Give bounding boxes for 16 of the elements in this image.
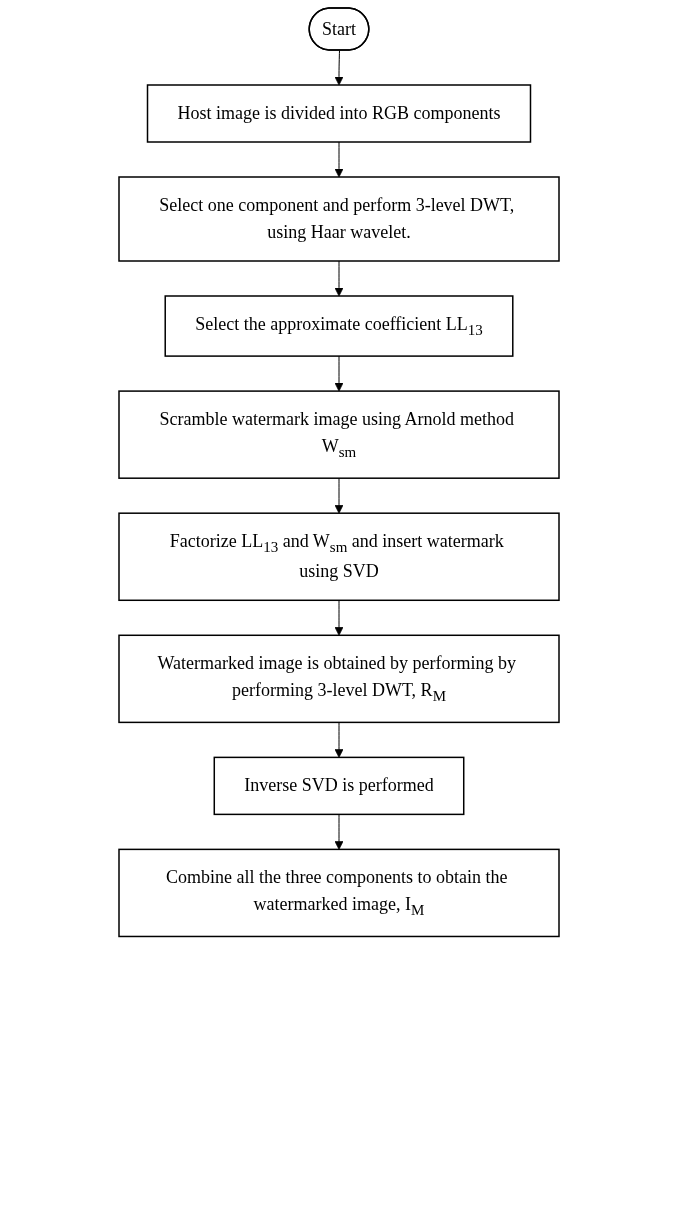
node-box: Combine all the three components to obtain the watermarked image, I$_{M}$ (118, 848, 560, 938)
arrow (334, 599, 344, 636)
node-box: Scramble watermark image using Arnold method W$_{sm}$ (118, 390, 560, 479)
arrow (334, 813, 344, 850)
arrow (334, 141, 344, 178)
arrow (334, 477, 344, 514)
arrow (334, 355, 344, 392)
arrow (334, 260, 344, 297)
node-box: Select one component and perform 3-level DWT, using Haar wavelet. (118, 176, 560, 262)
node-box: Host image is divided into RGB components (146, 84, 532, 143)
node-box: Watermarked image is obtained by performing by performing 3-level DWT, R$_{M}$ (118, 634, 560, 724)
arrow (334, 721, 344, 758)
node-box: Inverse SVD is performed (213, 756, 465, 816)
arrow (334, 50, 344, 86)
node-box: Select the approximate coefficient LL$_{13}$ (164, 295, 514, 357)
node-box: Factorize LL$_{13}$ and W$_{sm}$ and insert watermark using SVD (118, 512, 560, 602)
